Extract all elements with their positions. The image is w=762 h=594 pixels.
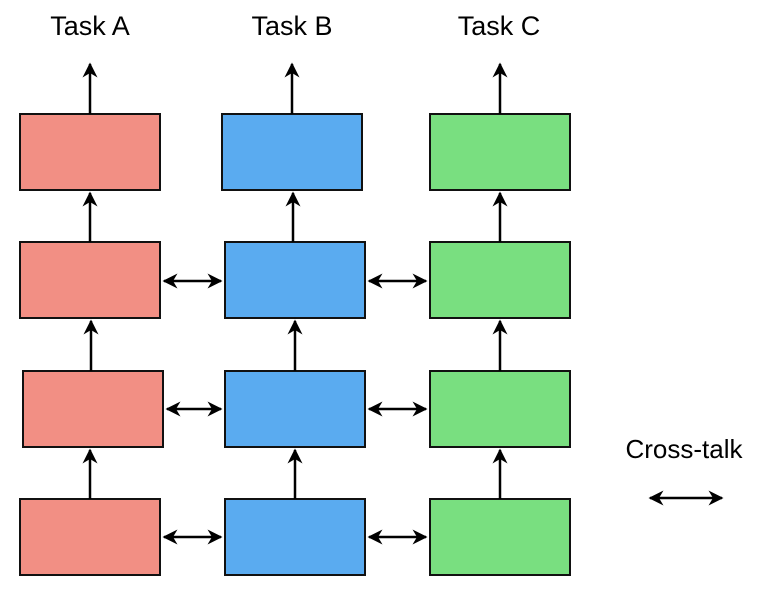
task-c-layer-2 — [429, 370, 571, 448]
task-c-layer-1 — [429, 498, 571, 576]
task-a-title: Task A — [50, 11, 130, 41]
legend-label: Cross-talk — [625, 434, 743, 464]
task-a-layer-3 — [19, 241, 161, 319]
task-b-layer-3 — [224, 241, 366, 319]
task-c-title: Task C — [458, 11, 541, 41]
task-c-layer-4 — [429, 113, 571, 191]
task-b-layer-4 — [221, 113, 363, 191]
task-a-layer-4 — [19, 113, 161, 191]
task-c-layer-3 — [429, 241, 571, 319]
task-b-title: Task B — [251, 11, 332, 41]
task-b-layer-2 — [224, 370, 366, 448]
task-a-layer-2 — [22, 370, 164, 448]
task-a-layer-1 — [19, 498, 161, 576]
task-b-layer-1 — [224, 498, 366, 576]
